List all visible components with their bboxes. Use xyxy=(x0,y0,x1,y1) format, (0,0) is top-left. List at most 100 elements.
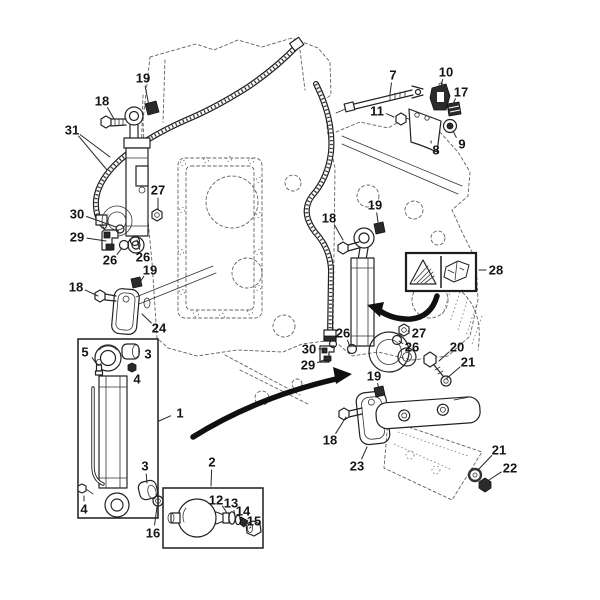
callout-2-18: 2 xyxy=(208,455,215,470)
leader-line xyxy=(376,212,379,223)
callout-27-32: 27 xyxy=(412,326,426,341)
leader-line xyxy=(361,446,368,460)
hydraulic-cylinder-right xyxy=(337,221,417,373)
clip-17 xyxy=(446,101,462,117)
leader-line xyxy=(438,351,450,362)
callout-16-17: 16 xyxy=(146,526,160,541)
callout-19-0: 19 xyxy=(136,71,150,86)
leader-line xyxy=(154,506,158,526)
leader-line xyxy=(136,239,141,250)
callout-30-3: 30 xyxy=(70,207,84,222)
bracket-assembly-23 xyxy=(338,351,492,501)
rod-assembly xyxy=(335,82,462,153)
cylinder-barrel xyxy=(98,375,128,489)
leader-line xyxy=(238,517,241,520)
leader-line xyxy=(78,135,108,171)
callout-11-26: 11 xyxy=(370,104,384,119)
mounting-plate-24 xyxy=(94,265,217,335)
callout-19-30: 19 xyxy=(368,198,382,213)
leader-line xyxy=(385,113,395,118)
nut-27-right xyxy=(398,323,410,337)
boxed-cylinder-assembly xyxy=(77,338,164,519)
manual-book-icon xyxy=(443,260,470,283)
leader-line xyxy=(445,366,461,380)
callout-12-19: 12 xyxy=(209,493,223,508)
callout-27-7: 27 xyxy=(151,183,165,198)
leader-line xyxy=(233,510,236,517)
washer-21-b xyxy=(467,467,483,483)
bolt-18-left-top xyxy=(100,115,112,129)
callout-20-37: 20 xyxy=(450,340,464,355)
nut-22 xyxy=(478,477,492,493)
fitting-14 xyxy=(239,516,249,528)
nut-4-top xyxy=(127,362,137,373)
case-bolt-holes xyxy=(177,155,262,319)
grommet-9 xyxy=(442,118,458,134)
fittings-right xyxy=(319,323,410,363)
washer-21-a xyxy=(440,375,452,387)
callout-8-27: 8 xyxy=(432,143,439,158)
leader-line xyxy=(158,415,172,422)
plate-8 xyxy=(408,108,442,153)
hydraulic-cylinder-left xyxy=(100,100,160,254)
clamp-19-plate-24 xyxy=(130,276,143,289)
leader-line xyxy=(249,526,252,529)
leader-line xyxy=(91,357,97,364)
pointer-arrow-lower xyxy=(190,367,352,440)
callout-7-23: 7 xyxy=(389,68,396,83)
callout-19-9: 19 xyxy=(143,263,157,278)
callout-21-42: 21 xyxy=(492,443,506,458)
leader-line xyxy=(398,340,404,345)
bolt-20 xyxy=(423,351,444,377)
callout-30-35: 30 xyxy=(302,342,316,357)
clamp-26-left-b xyxy=(129,235,141,247)
leader-line xyxy=(136,355,139,358)
leader-line xyxy=(477,455,493,471)
transmission-case-outline xyxy=(140,37,336,406)
clamp-26-left-a xyxy=(118,239,130,251)
callout-13-20: 13 xyxy=(224,496,238,511)
callout-24-10: 24 xyxy=(152,321,167,336)
callout-26-33: 26 xyxy=(336,326,350,341)
clamp-26-right-b xyxy=(391,334,403,346)
callout-14-21: 14 xyxy=(236,504,251,519)
callout-1-14: 1 xyxy=(176,406,183,421)
callout-26-5: 26 xyxy=(103,253,117,268)
leader-line xyxy=(79,134,111,158)
rod-clevis xyxy=(411,85,424,99)
callout-10-24: 10 xyxy=(439,65,453,80)
callout-26-6: 26 xyxy=(136,250,150,265)
callout-23-41: 23 xyxy=(350,459,364,474)
hydraulic-hose-left xyxy=(92,36,305,229)
leader-line xyxy=(346,339,351,348)
leader-line xyxy=(116,247,123,255)
leader-line xyxy=(221,505,228,514)
leader-line xyxy=(407,330,410,333)
warning-triangle-icon xyxy=(409,259,437,285)
leader-line xyxy=(452,130,457,138)
callout-3-12: 3 xyxy=(144,347,151,362)
leader-line xyxy=(145,473,148,484)
pointer-arrow-upper xyxy=(367,293,440,322)
leader-line xyxy=(440,79,444,87)
leader-line xyxy=(84,289,99,297)
ring-30-left xyxy=(115,224,125,234)
nut-27-left xyxy=(151,208,163,222)
warning-label-28 xyxy=(404,251,478,293)
leader-line xyxy=(377,382,380,390)
callout-18-1: 18 xyxy=(95,94,109,109)
callout-18-40: 18 xyxy=(323,433,337,448)
fitting-5 xyxy=(94,358,104,376)
callout-19-39: 19 xyxy=(367,369,381,384)
leader-line xyxy=(144,85,150,107)
clamp-26-right-a xyxy=(346,343,358,355)
callout-21-38: 21 xyxy=(461,355,475,370)
callout-9-28: 9 xyxy=(458,137,465,152)
callout-15-22: 15 xyxy=(247,514,261,529)
ring-30-right xyxy=(328,339,338,349)
leader-line xyxy=(488,471,502,481)
bolt-11 xyxy=(395,112,407,126)
callout-17-25: 17 xyxy=(454,85,468,100)
